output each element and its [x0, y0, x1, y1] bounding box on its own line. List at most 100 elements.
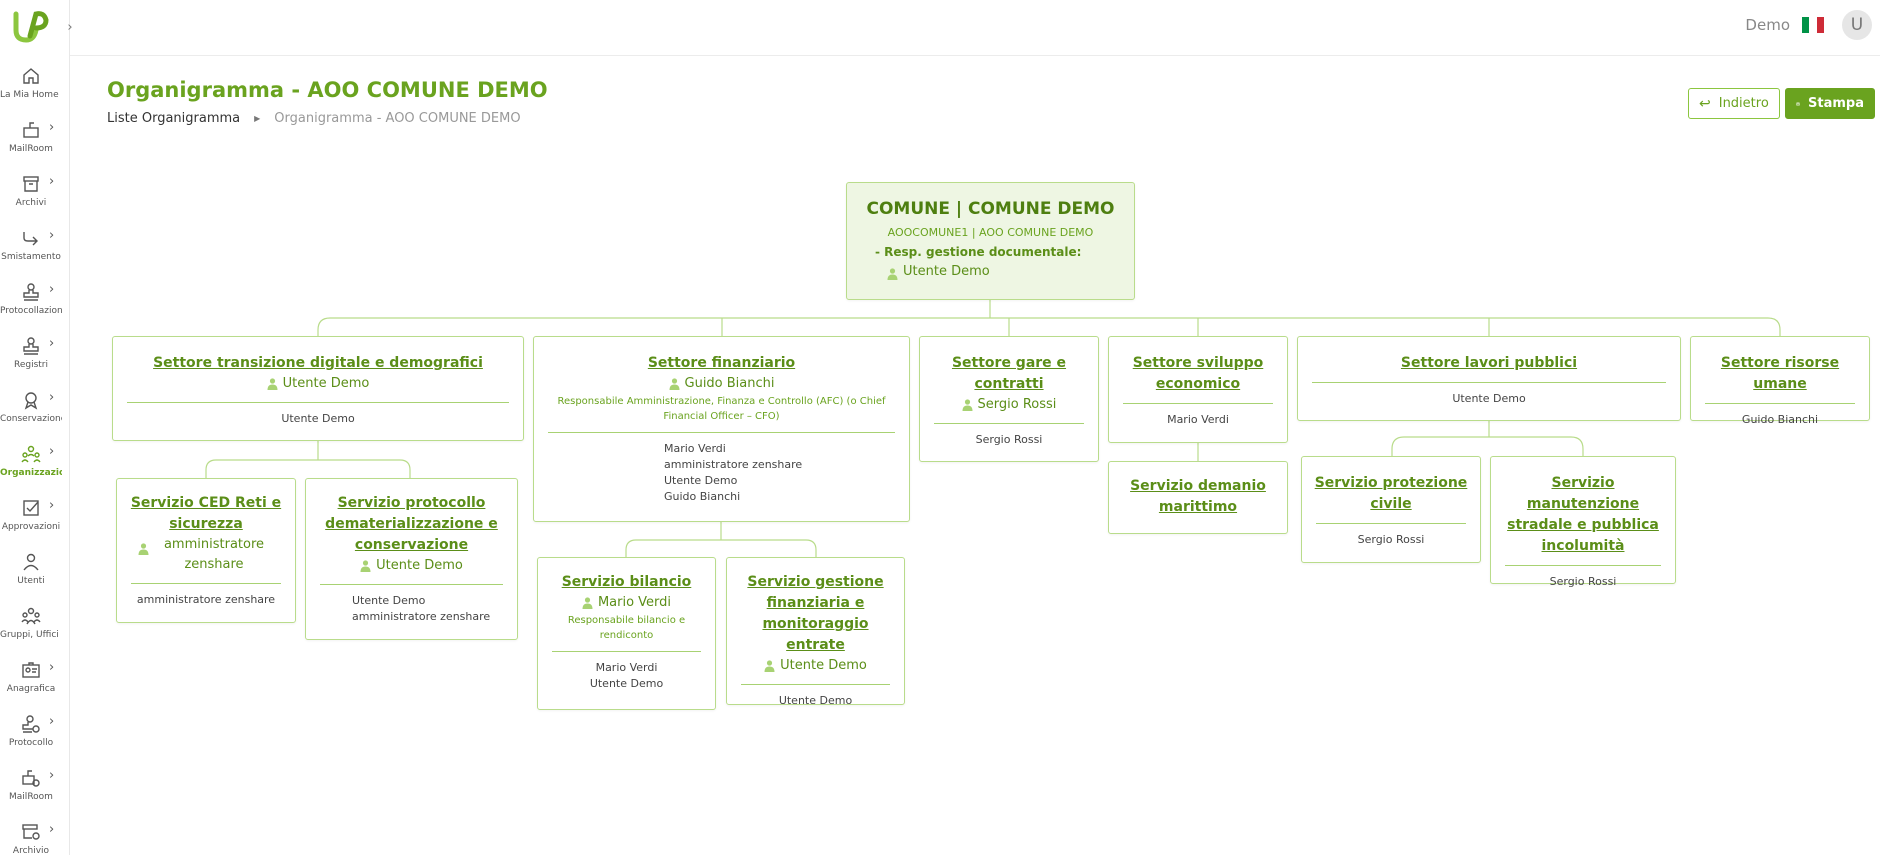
org-node-servizio-ced[interactable]: Servizio CED Reti e sicurezza amministra… — [116, 478, 296, 623]
chevron-right-icon: › — [49, 444, 55, 459]
chevron-right-icon: › — [49, 822, 55, 837]
print-button-label: Stampa — [1808, 96, 1864, 111]
archive-icon — [23, 176, 39, 192]
org-node-title[interactable]: Settore sviluppo economico — [1132, 355, 1264, 392]
org-node-resp-name: amministratore zenshare — [163, 537, 265, 572]
org-node-divider — [320, 584, 503, 585]
org-node-resp-name: Guido Bianchi — [684, 376, 775, 391]
sidebar-item-label: Archivi — [15, 198, 47, 208]
org-node-resp-name: Utente Demo — [903, 264, 990, 279]
org-node-title[interactable]: Servizio protocollo dematerializzazione … — [325, 495, 498, 553]
org-node-settore-lavori[interactable]: Settore lavori pubblici Utente Demo — [1297, 336, 1681, 421]
printer-icon — [1796, 101, 1800, 106]
org-node-title[interactable]: Servizio demanio marittimo — [1130, 478, 1266, 515]
sidebar-item-gruppi[interactable]: Gruppi, Uffici ... — [0, 602, 70, 656]
sidebar-item-protocollazioni[interactable]: › Protocollazioni — [0, 278, 70, 332]
back-button[interactable]: ↩ Indietro — [1688, 88, 1780, 119]
org-node-title[interactable]: Servizio manutenzione stradale e pubblic… — [1507, 475, 1659, 554]
user-name[interactable]: Demo — [1745, 16, 1790, 34]
org-node-resp: Utente Demo — [727, 656, 904, 676]
org-node-title[interactable]: Servizio bilancio — [561, 574, 692, 590]
org-member: Mario Verdi — [595, 661, 658, 674]
org-node-servizio-manutenzione[interactable]: Servizio manutenzione stradale e pubblic… — [1490, 456, 1676, 588]
org-node-title: COMUNE | COMUNE DEMO — [866, 199, 1115, 219]
app-logo[interactable] — [10, 8, 50, 44]
org-node-settore-risorse[interactable]: Settore risorse umane Guido Bianchi — [1690, 336, 1870, 426]
org-node-resp-name: Mario Verdi — [597, 595, 672, 610]
breadcrumb-item-current: Organigramma - AOO COMUNE DEMO — [274, 111, 521, 126]
org-member: Guido Bianchi — [1741, 413, 1819, 426]
org-node-title[interactable]: Servizio CED Reti e sicurezza — [130, 495, 282, 532]
org-node-resp-name: Sergio Rossi — [977, 397, 1057, 412]
org-node-title[interactable]: Settore finanziario — [647, 355, 796, 371]
avatar[interactable]: U — [1842, 10, 1872, 40]
sidebar-item-label: Gruppi, Uffici ... — [0, 630, 62, 640]
print-button[interactable]: Stampa — [1785, 88, 1875, 119]
org-node-servizio-gestione-finanziaria[interactable]: Servizio gestione finanziaria e monitora… — [726, 557, 905, 707]
sidebar-item-label: MailRoom — [9, 144, 53, 154]
check-square-icon — [23, 500, 39, 516]
org-node-subtitle: AOOCOMUNE1 | AOO COMUNE DEMO — [887, 226, 1094, 239]
sidebar-item-label: La Mia Home ... — [0, 90, 62, 100]
org-node-members: Mario Verdi Utente Demo — [538, 660, 715, 692]
sidebar-item-anagrafica[interactable]: › Anagrafica — [0, 656, 70, 710]
org-node-divider — [1312, 382, 1666, 383]
org-node-settore-transizione[interactable]: Settore transizione digitale e demografi… — [112, 336, 524, 441]
chevron-right-icon: › — [49, 336, 55, 351]
org-node-title[interactable]: Settore lavori pubblici — [1400, 355, 1578, 371]
org-node-root[interactable]: COMUNE | COMUNE DEMO AOOCOMUNE1 | AOO CO… — [846, 182, 1135, 300]
org-node-divider — [127, 402, 509, 403]
org-node-members: Sergio Rossi — [920, 432, 1098, 448]
sidebar-item-label: Anagrafica — [6, 684, 56, 694]
org-node-servizio-bilancio[interactable]: Servizio bilancio Mario Verdi Responsabi… — [537, 557, 716, 710]
org-node-settore-finanziario[interactable]: Settore finanziario Guido Bianchi Respon… — [533, 336, 910, 522]
sidebar-item-archivi[interactable]: › Archivi — [0, 170, 70, 224]
org-node-title[interactable]: Settore transizione digitale e demografi… — [153, 355, 483, 371]
sidebar-item-label: Archivio — [12, 846, 50, 855]
org-node-settore-sviluppo[interactable]: Settore sviluppo economico Mario Verdi — [1108, 336, 1288, 443]
sidebar-toggle-button[interactable]: › — [67, 20, 73, 35]
sidebar-item-home[interactable]: La Mia Home ... — [0, 62, 70, 116]
sidebar-item-approvazioni[interactable]: › Approvazioni — [0, 494, 70, 548]
italian-flag-icon[interactable] — [1802, 17, 1824, 33]
sidebar-item-organizzazione[interactable]: › Organizzazione — [0, 440, 70, 494]
org-node-servizio-protocollo[interactable]: Servizio protocollo dematerializzazione … — [305, 478, 518, 640]
chevron-right-icon: › — [49, 228, 55, 243]
org-node-role: Responsabile Amministrazione, Finanza e … — [557, 396, 886, 422]
sidebar-item-mailroom[interactable]: › MailRoom — [0, 116, 70, 170]
sidebar-item-label: MailRoom — [9, 792, 53, 802]
org-node-resp-user: Utente Demo — [847, 264, 1134, 280]
sidebar-item-registri[interactable]: › Registri — [0, 332, 70, 386]
sidebar-item-archivio[interactable]: › Archivio — [0, 818, 70, 855]
org-node-servizio-protezione-civile[interactable]: Servizio protezione civile Sergio Rossi — [1301, 456, 1481, 563]
sidebar-item-mailroom-2[interactable]: › MailRoom — [0, 764, 70, 818]
sidebar-item-protocollo[interactable]: › Protocollo — [0, 710, 70, 764]
back-button-label: Indietro — [1718, 96, 1769, 111]
return-arrow-icon: ↩ — [1699, 95, 1711, 112]
org-member: Utente Demo — [352, 594, 426, 607]
org-member: Mario Verdi — [664, 442, 726, 455]
org-node-members: Mario Verdi — [1109, 412, 1287, 428]
org-node-settore-gare[interactable]: Settore gare e contratti Sergio Rossi Se… — [919, 336, 1099, 462]
org-node-title[interactable]: Servizio protezione civile — [1314, 475, 1468, 512]
people-icon — [21, 445, 41, 463]
org-member: Sergio Rossi — [975, 433, 1043, 446]
sidebar-item-label: Smistamento — [1, 252, 61, 262]
org-node-servizio-demanio[interactable]: Servizio demanio marittimo — [1108, 461, 1288, 534]
org-node-divider — [131, 583, 281, 584]
org-node-members: Utente Demo — [727, 693, 904, 709]
sidebar-item-utenti[interactable]: Utenti — [0, 548, 70, 602]
person-icon — [360, 560, 371, 572]
org-node-title[interactable]: Settore gare e contratti — [951, 355, 1067, 392]
org-node-resp: Guido Bianchi — [534, 374, 909, 394]
org-node-title[interactable]: Settore risorse umane — [1720, 355, 1840, 392]
sidebar: › La Mia Home ... › MailRoom › Archivi ›… — [0, 0, 73, 855]
archive-gear-icon — [22, 824, 40, 840]
sidebar-item-conservazione[interactable]: › Conservazione — [0, 386, 70, 440]
breadcrumb-item-liste[interactable]: Liste Organigramma — [107, 111, 241, 126]
sidebar-item-label: Registri — [13, 360, 49, 370]
breadcrumb: Liste Organigramma ▶ Organigramma - AOO … — [107, 111, 521, 126]
sidebar-item-smistamento[interactable]: › Smistamento — [0, 224, 70, 278]
org-node-title[interactable]: Servizio gestione finanziaria e monitora… — [747, 574, 884, 653]
